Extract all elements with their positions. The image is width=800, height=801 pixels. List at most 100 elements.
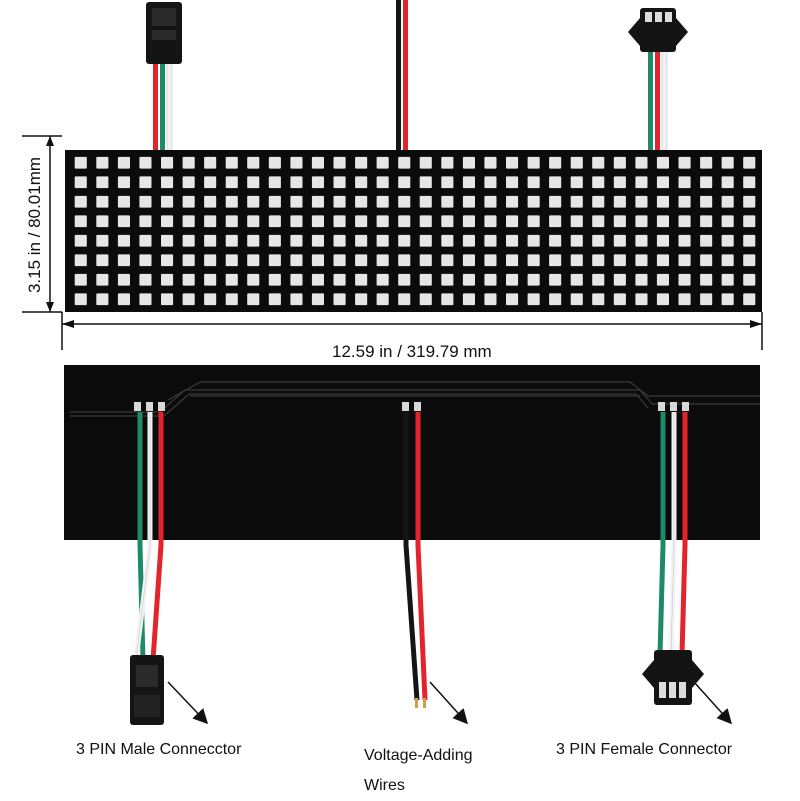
- led-pixel: [592, 293, 605, 306]
- bottom-right-wires: [657, 412, 688, 656]
- led-pixel: [225, 156, 238, 169]
- led-pixel: [398, 293, 411, 306]
- led-pixel: [204, 273, 217, 286]
- led-pixel: [700, 195, 713, 208]
- led-pixel: [678, 176, 691, 189]
- led-pixel: [139, 234, 152, 247]
- led-pixel: [161, 195, 174, 208]
- led-pixel: [570, 273, 583, 286]
- led-pixel: [441, 195, 454, 208]
- led-pixel: [161, 293, 174, 306]
- led-pixel: [247, 195, 260, 208]
- back-panel: [64, 365, 760, 540]
- led-pixel: [139, 156, 152, 169]
- led-pixel: [592, 195, 605, 208]
- led-pixel: [247, 293, 260, 306]
- led-pixel: [225, 293, 238, 306]
- led-pixel: [592, 215, 605, 228]
- led-pixel: [462, 195, 475, 208]
- led-pixel: [635, 234, 648, 247]
- led-pixel: [721, 234, 734, 247]
- led-pixel: [549, 215, 562, 228]
- led-pixel: [592, 156, 605, 169]
- led-pixel: [635, 176, 648, 189]
- led-pixel: [441, 234, 454, 247]
- led-pixel: [527, 254, 540, 267]
- led-pixel: [96, 215, 109, 228]
- led-pixel: [290, 176, 303, 189]
- led-pixel: [139, 273, 152, 286]
- led-pixel: [592, 234, 605, 247]
- led-pixel: [484, 273, 497, 286]
- led-pixel: [570, 254, 583, 267]
- led-pixel: [462, 273, 475, 286]
- led-pixel: [419, 176, 432, 189]
- led-pixel: [743, 273, 756, 286]
- top-middle-wires: [396, 0, 408, 152]
- led-pixel: [290, 234, 303, 247]
- led-pixel: [204, 195, 217, 208]
- led-pixel: [376, 215, 389, 228]
- led-pixel: [268, 176, 281, 189]
- led-pixel: [139, 195, 152, 208]
- led-pixel: [139, 176, 152, 189]
- led-pixel: [376, 176, 389, 189]
- voltage-caption-line1: Voltage-Adding: [364, 747, 473, 764]
- led-pixel: [549, 176, 562, 189]
- led-pixel: [182, 254, 195, 267]
- led-pixel: [290, 156, 303, 169]
- led-pixel: [506, 293, 519, 306]
- led-pixel: [268, 215, 281, 228]
- led-pixel: [441, 293, 454, 306]
- led-pixel: [204, 293, 217, 306]
- led-pixel: [96, 156, 109, 169]
- led-pixel: [182, 215, 195, 228]
- led-pixel: [462, 176, 475, 189]
- led-pixel: [678, 293, 691, 306]
- led-pixel: [117, 234, 130, 247]
- led-pixel: [506, 234, 519, 247]
- led-pixel: [182, 293, 195, 306]
- led-pixel: [355, 176, 368, 189]
- led-pixel: [678, 195, 691, 208]
- bottom-left-male-connector: [130, 655, 164, 725]
- led-pixel: [721, 176, 734, 189]
- led-pixel: [333, 273, 346, 286]
- led-pixel: [527, 293, 540, 306]
- led-pixel: [527, 156, 540, 169]
- led-pixel: [613, 195, 626, 208]
- led-pixel: [721, 293, 734, 306]
- led-pixel: [700, 234, 713, 247]
- led-pixel: [656, 195, 669, 208]
- width-dimension-label: 12.59 in / 319.79 mm: [332, 342, 492, 361]
- led-pixel: [527, 215, 540, 228]
- led-pixel: [117, 195, 130, 208]
- led-pixel: [74, 215, 87, 228]
- led-pixel: [225, 234, 238, 247]
- led-pixel: [484, 234, 497, 247]
- led-pixel: [570, 195, 583, 208]
- led-pixel: [527, 273, 540, 286]
- led-pixel: [462, 156, 475, 169]
- led-pixel: [419, 195, 432, 208]
- led-pixel: [311, 273, 324, 286]
- solder-pads: [134, 402, 689, 411]
- led-pixel: [700, 254, 713, 267]
- led-pixel: [333, 215, 346, 228]
- led-pixel: [462, 293, 475, 306]
- led-pixel: [506, 254, 519, 267]
- led-pixel: [570, 234, 583, 247]
- led-pixel: [268, 254, 281, 267]
- led-pixel: [419, 234, 432, 247]
- led-pixel: [656, 215, 669, 228]
- led-pixel: [613, 215, 626, 228]
- led-pixel: [419, 156, 432, 169]
- led-pixel: [74, 273, 87, 286]
- led-pixel: [161, 215, 174, 228]
- led-pixel: [419, 254, 432, 267]
- led-matrix-panel: [65, 150, 762, 312]
- led-pixel: [549, 234, 562, 247]
- led-pixel: [117, 156, 130, 169]
- led-pixel: [96, 176, 109, 189]
- led-pixel: [721, 156, 734, 169]
